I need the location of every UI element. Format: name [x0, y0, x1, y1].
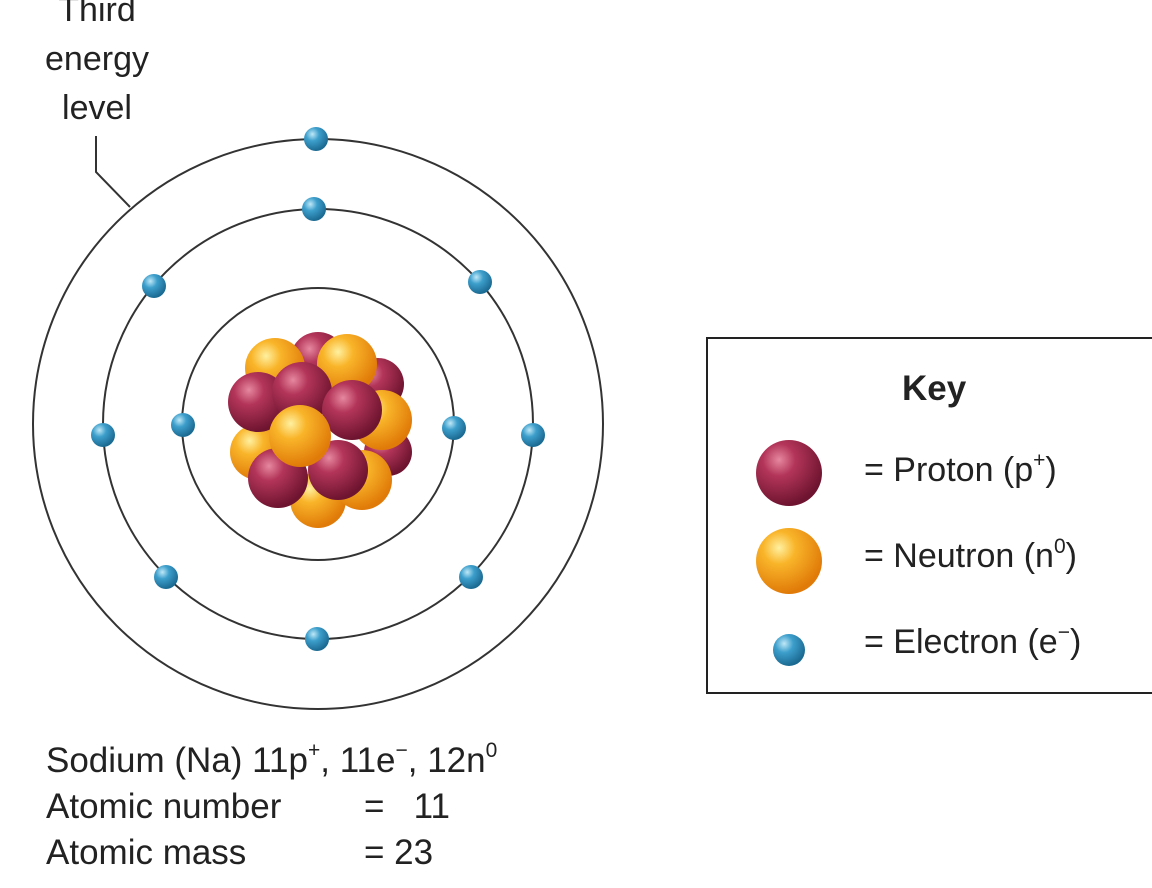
key-proton-label: = Proton (p [864, 451, 1034, 489]
electron [521, 423, 545, 447]
key-legend: Key = Proton (p+) = Neutron (n0) = Elect… [706, 337, 1152, 694]
neutron [269, 405, 331, 467]
key-neutron-symbol [756, 528, 822, 594]
atomic-number-label: Atomic number [46, 787, 282, 826]
key-neutron-close: ) [1065, 537, 1077, 575]
proton [272, 362, 332, 422]
element-info: Sodium (Na) 11p+, 11e−, 12n0 Atomic numb… [46, 738, 497, 876]
nucleus [228, 332, 412, 528]
key-row-neutron: = Neutron (n0) [864, 535, 1077, 576]
energy-label-line-2: energy [45, 40, 149, 78]
electron [142, 274, 166, 298]
electron [459, 565, 483, 589]
key-electron-sup: − [1057, 621, 1070, 644]
atomic-number-value: = 11 [364, 787, 450, 826]
electron [305, 627, 329, 651]
proton [322, 380, 382, 440]
key-electron-label: = Electron (e [864, 623, 1058, 661]
atomic-mass-value: = 23 [364, 833, 434, 872]
element-proton-sup: + [307, 739, 321, 762]
electrons [91, 127, 545, 651]
key-neutron-label: = Neutron (n [864, 537, 1054, 575]
electron [91, 423, 115, 447]
electron [468, 270, 492, 294]
key-electron-symbol [773, 634, 805, 666]
atomic-mass-label: Atomic mass [46, 833, 247, 872]
key-title: Key [902, 369, 967, 408]
neutron [317, 334, 377, 394]
key-electron-close: ) [1069, 623, 1082, 661]
element-label: Sodium (Na) 11p [46, 741, 308, 780]
key-row-proton: = Proton (p+) [864, 449, 1057, 490]
element-neutron-part: , 12n [407, 741, 486, 780]
electron [304, 127, 328, 151]
electron [154, 565, 178, 589]
energy-label-line-3: level [62, 89, 132, 127]
third-energy-level-label: Third energy level [22, 0, 172, 133]
electron [302, 197, 326, 221]
key-proton-sup: + [1033, 449, 1046, 472]
key-proton-close: ) [1045, 451, 1057, 489]
key-proton-symbol [756, 440, 822, 506]
electron [171, 413, 195, 437]
element-composition: Sodium (Na) 11p+, 11e−, 12n0 [46, 738, 497, 784]
electron [442, 416, 466, 440]
element-electron-part: , 11e [320, 741, 396, 780]
key-neutron-sup: 0 [1053, 535, 1066, 558]
energy-label-line-1: Third [58, 0, 136, 29]
element-electron-sup: − [395, 739, 408, 762]
energy-level-leader-line [95, 136, 131, 208]
atomic-mass-line: Atomic mass = 23 [46, 830, 497, 876]
element-neutron-sup: 0 [485, 739, 498, 762]
atomic-number-line: Atomic number = 11 [46, 784, 497, 830]
key-row-electron: = Electron (e−) [864, 621, 1082, 662]
